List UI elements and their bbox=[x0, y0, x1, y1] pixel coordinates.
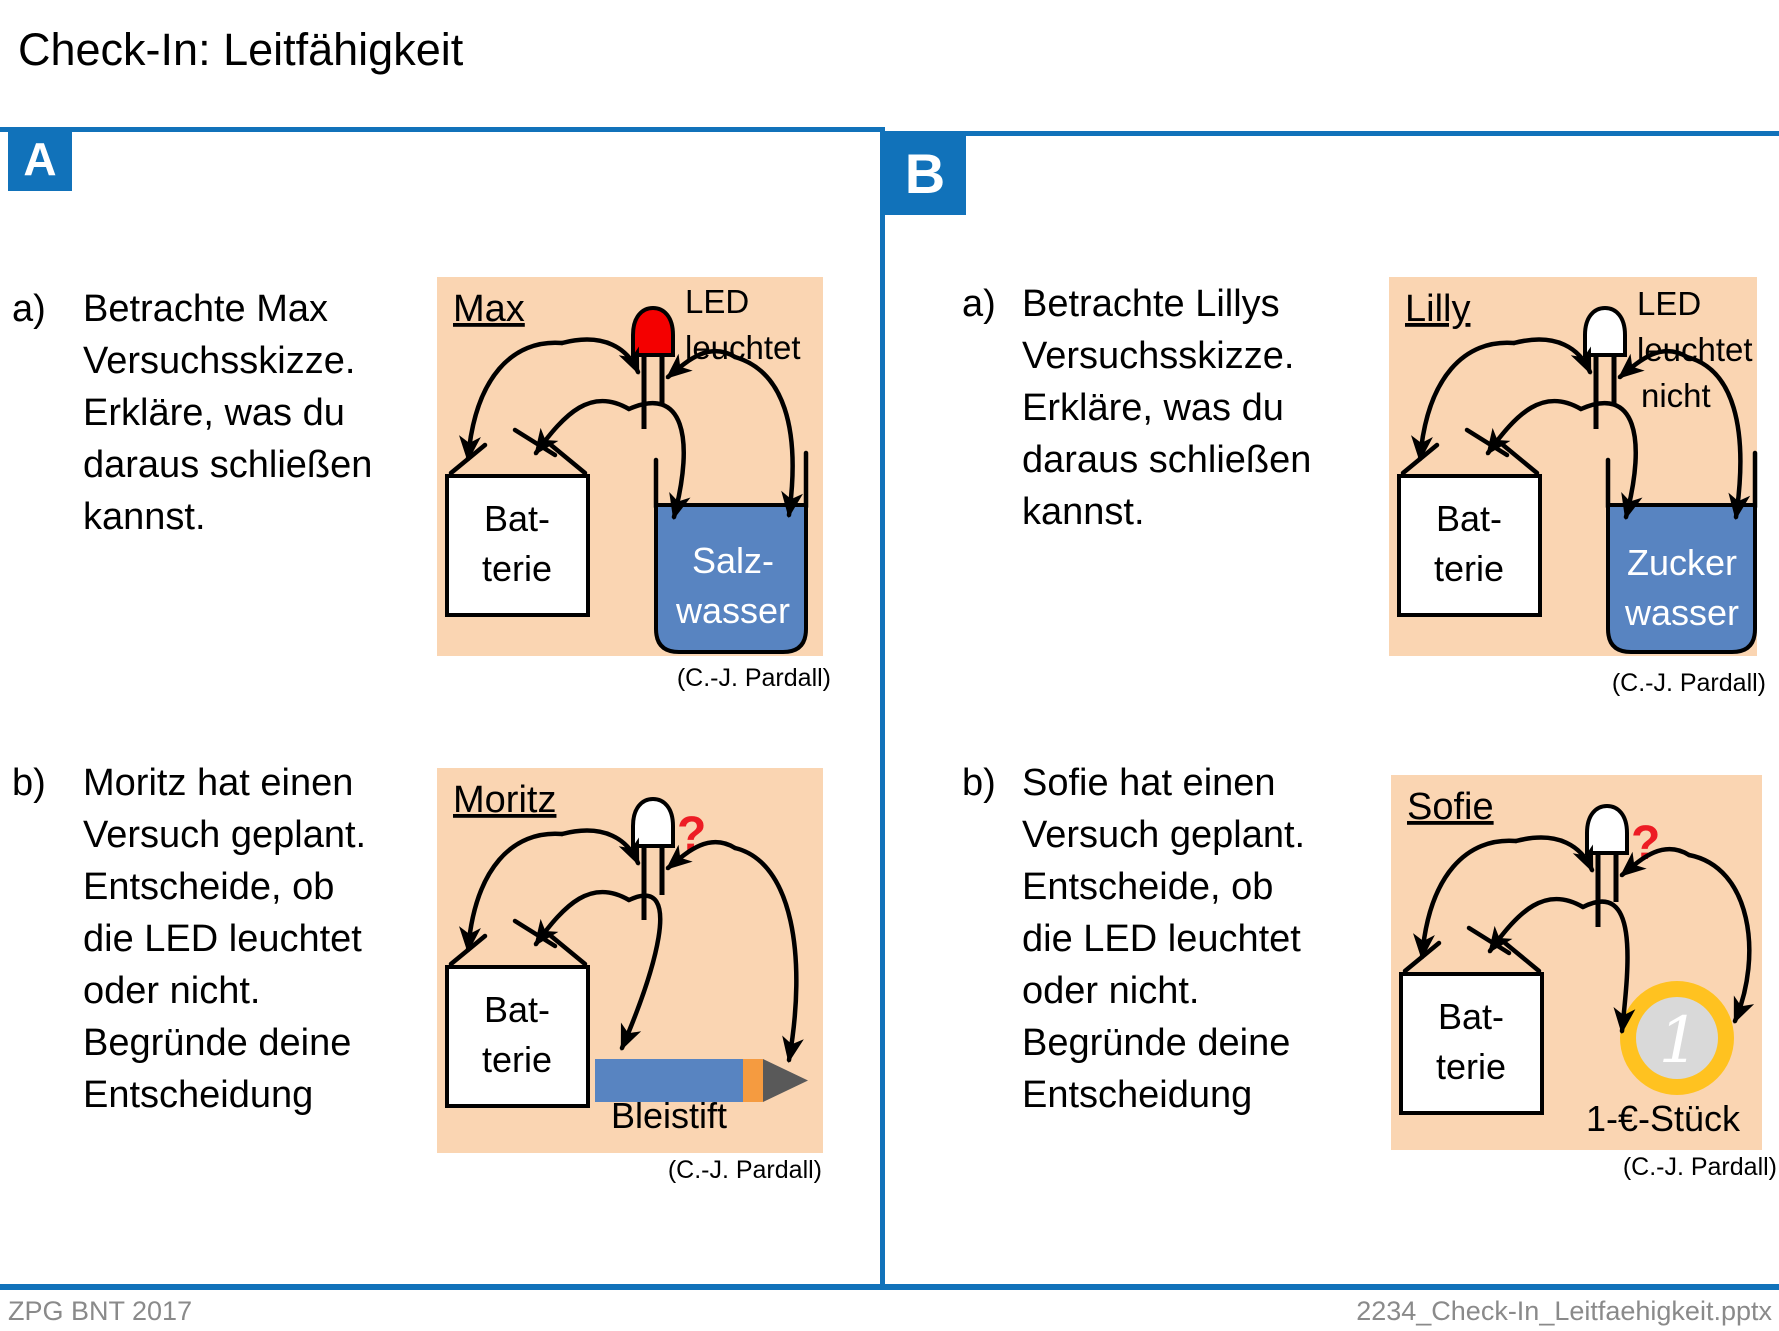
coin-center bbox=[1636, 997, 1718, 1079]
battery-box bbox=[445, 965, 590, 1108]
wire-arrow bbox=[1578, 400, 1643, 520]
led-icon bbox=[631, 305, 675, 357]
battery-box bbox=[1397, 474, 1542, 617]
wire-arrow bbox=[459, 340, 565, 462]
panel-a-top-border bbox=[0, 127, 884, 132]
wire-arrow bbox=[1513, 835, 1595, 873]
battery-label-line2: terie bbox=[482, 548, 552, 589]
liquid-label-line1: Salz- bbox=[692, 540, 774, 581]
led-icon bbox=[631, 796, 675, 848]
wire-arrow bbox=[1487, 896, 1586, 954]
battery-label-line1: Bat- bbox=[484, 989, 550, 1030]
wire-arrow bbox=[559, 828, 641, 866]
wire-arrow bbox=[619, 893, 663, 1051]
figure-max-name: Max bbox=[453, 288, 525, 330]
wire-arrow bbox=[1686, 852, 1755, 1024]
wire-arrow bbox=[665, 839, 738, 871]
led-state-line1: LED bbox=[685, 283, 749, 320]
figure-lilly-credit: (C.-J. Pardall) bbox=[1611, 669, 1766, 697]
led-icon bbox=[1585, 803, 1629, 855]
liquid-label-line2: wasser bbox=[1624, 592, 1739, 633]
wire-arrow bbox=[626, 400, 691, 520]
panel-b-task-a-text: Betrachte Lillys Versuchsskizze. Erkläre… bbox=[1022, 283, 1312, 533]
panel-b-top-border bbox=[884, 131, 1779, 136]
liquid-label-line2: wasser bbox=[675, 590, 790, 631]
wire-arrow bbox=[732, 845, 804, 1063]
figure-moritz-credit: (C.-J. Pardall) bbox=[667, 1156, 822, 1184]
panel-b-badge: B bbox=[884, 131, 966, 215]
wire-arrow bbox=[1619, 846, 1692, 878]
battery-box bbox=[445, 474, 590, 617]
pencil-collar bbox=[743, 1059, 763, 1102]
page-title: Check-In: Leitfähigkeit bbox=[18, 24, 464, 75]
coin-digit: 1 bbox=[1659, 1004, 1700, 1078]
wire-arrow bbox=[459, 831, 565, 953]
panel-b-task-b-text: Sofie hat einen Versuch geplant. Entsche… bbox=[1022, 762, 1306, 1116]
figure-lilly-sketch: Lilly Zucker wasser Bat- terie LED leuch… bbox=[1389, 277, 1758, 656]
footer-divider-line bbox=[0, 1284, 1779, 1290]
wire-arrow bbox=[1580, 899, 1636, 1034]
sugar-water-beaker bbox=[1606, 503, 1757, 654]
battery-label-line2: terie bbox=[1436, 1046, 1506, 1087]
battery-label-line2: terie bbox=[1434, 548, 1504, 589]
wire-arrow bbox=[533, 889, 632, 947]
wire-arrow bbox=[1684, 354, 1751, 520]
wire-arrow bbox=[1411, 340, 1517, 462]
liquid-label-line1: Zucker bbox=[1627, 542, 1737, 583]
figure-max-credit: (C.-J. Pardall) bbox=[676, 664, 831, 692]
battery-label-line2: terie bbox=[482, 1039, 552, 1080]
led-icon bbox=[1583, 305, 1627, 357]
battery-label-line1: Bat- bbox=[1436, 498, 1502, 539]
question-mark: ? bbox=[677, 808, 706, 861]
footer-filename: 2234_Check-In_Leitfaehigkeit.pptx bbox=[1356, 1296, 1772, 1326]
footer-left-label: ZPG BNT 2017 bbox=[8, 1296, 193, 1326]
panel-a-task-b-marker: b) bbox=[12, 762, 46, 804]
wire-arrow bbox=[559, 337, 641, 375]
figure-sofie-name: Sofie bbox=[1407, 786, 1494, 828]
pencil-label: Bleistift bbox=[611, 1095, 727, 1136]
panel-a-badge: A bbox=[8, 127, 72, 191]
panel-b-task-a-marker: a) bbox=[962, 283, 996, 325]
wire-arrow bbox=[1485, 398, 1584, 456]
wire-arrow bbox=[1617, 348, 1690, 380]
wire-arrow bbox=[665, 348, 738, 380]
panel-a-task-a-marker: a) bbox=[12, 288, 46, 330]
pencil-tip bbox=[763, 1059, 808, 1102]
panel-b-task-b-marker: b) bbox=[962, 762, 996, 804]
coin-label: 1-€-Stück bbox=[1586, 1098, 1741, 1139]
panel-a-task-a-text: Betrachte Max Versuchsskizze. Erkläre, w… bbox=[83, 288, 373, 538]
battery-label-line1: Bat- bbox=[484, 498, 550, 539]
salt-water-beaker bbox=[654, 503, 808, 654]
led-state-line1: LED bbox=[1637, 285, 1701, 322]
figure-sofie-sketch: Sofie 1 1-€-Stück Bat- terie ? bbox=[1391, 775, 1762, 1150]
figure-sofie-credit: (C.-J. Pardall) bbox=[1622, 1153, 1777, 1181]
figure-moritz-sketch: Moritz Bleistift Bat- terie ? bbox=[437, 768, 823, 1153]
led-state-line2: leuchtet bbox=[1637, 331, 1753, 368]
figure-lilly-name: Lilly bbox=[1405, 288, 1470, 330]
figure-max-sketch: Max Salz- wasser Bat- terie LED leuchtet bbox=[437, 277, 823, 656]
figure-moritz-name: Moritz bbox=[453, 779, 556, 821]
panel-divider-line bbox=[880, 127, 885, 1290]
wire-arrow bbox=[533, 398, 632, 456]
wire-arrow bbox=[1413, 838, 1519, 960]
battery-label-line1: Bat- bbox=[1438, 996, 1504, 1037]
wire-arrow bbox=[1511, 337, 1593, 375]
wire-arrow bbox=[732, 354, 804, 518]
battery-box bbox=[1399, 972, 1544, 1115]
pencil-body bbox=[595, 1059, 743, 1102]
led-state-line3: nicht bbox=[1641, 377, 1711, 414]
panel-a-task-b-text: Moritz hat einen Versuch geplant. Entsch… bbox=[83, 762, 367, 1116]
